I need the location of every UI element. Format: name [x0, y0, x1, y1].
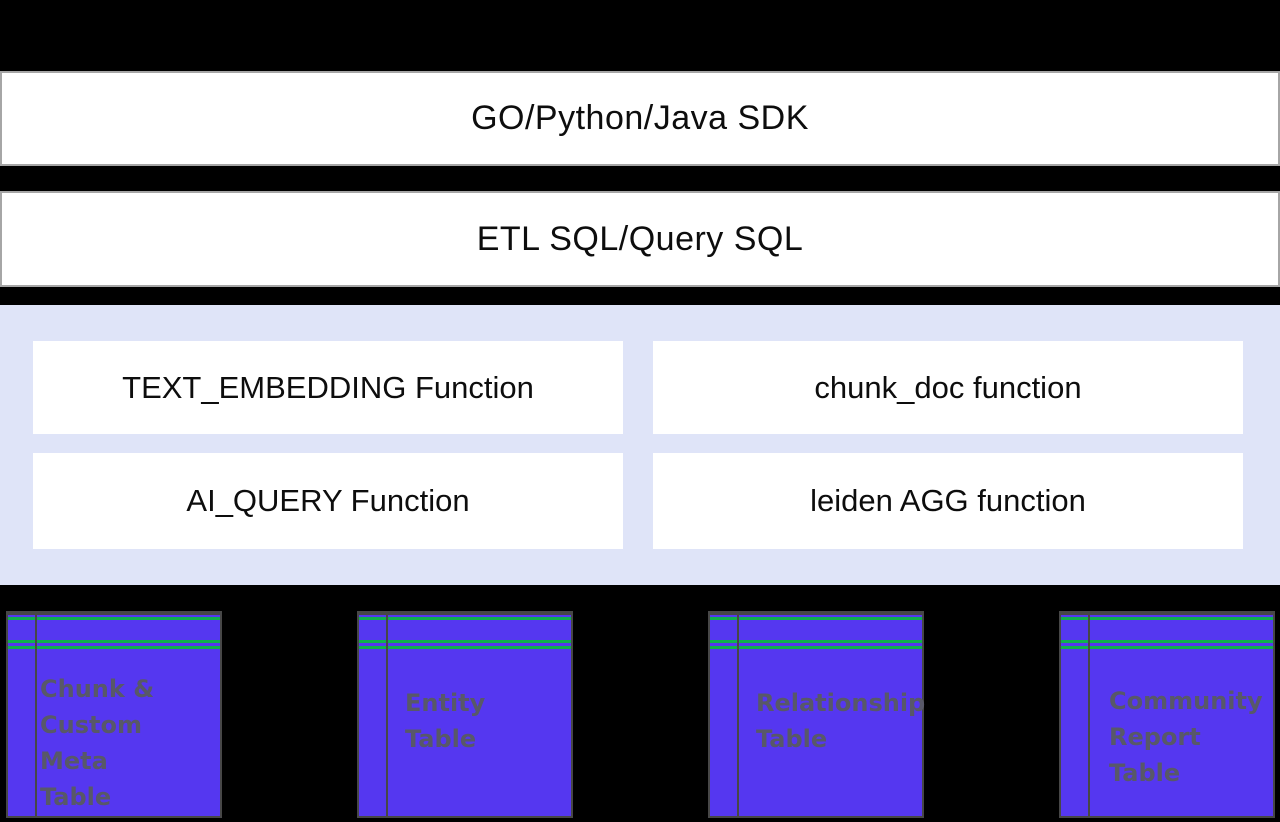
- table-label: Entity Table: [405, 689, 486, 753]
- sql-layer-label: ETL SQL/Query SQL: [476, 219, 804, 258]
- table-label: Community Report Table: [1109, 687, 1263, 787]
- function-box-leiden-agg: leiden AGG function: [653, 453, 1243, 549]
- table-column-divider: [737, 615, 739, 816]
- functions-panel: TEXT_EMBEDDING Function chunk_doc functi…: [0, 305, 1280, 585]
- table-shape-entity: Entity Table: [357, 611, 573, 818]
- table-column-divider: [1088, 615, 1090, 816]
- table-header-separator: [8, 646, 220, 649]
- table-shape-chunk-custom-meta: Chunk & Custom Meta Table: [6, 611, 222, 818]
- function-box-chunk-doc: chunk_doc function: [653, 341, 1243, 434]
- table-label: Chunk & Custom Meta Table: [40, 675, 155, 811]
- table-header-separator: [1061, 640, 1273, 643]
- table-top-accent-line: [8, 617, 220, 620]
- function-label-leiden-agg: leiden AGG function: [810, 483, 1086, 518]
- table-top-accent-line: [1061, 617, 1273, 620]
- table-column-divider: [386, 615, 388, 816]
- table-header-separator: [8, 640, 220, 643]
- sdk-layer-bar: GO/Python/Java SDK: [0, 71, 1280, 166]
- table-column-divider: [35, 615, 37, 816]
- table-shape-relationship: Relationship Table: [708, 611, 926, 818]
- table-header-separator: [359, 640, 571, 643]
- table-header-separator: [710, 640, 922, 643]
- function-box-ai-query: AI_QUERY Function: [33, 453, 623, 549]
- sql-layer-bar: ETL SQL/Query SQL: [0, 191, 1280, 287]
- table-top-accent-line: [710, 617, 922, 620]
- table-header-separator: [710, 646, 922, 649]
- table-header-separator: [359, 646, 571, 649]
- function-box-text-embedding: TEXT_EMBEDDING Function: [33, 341, 623, 434]
- table-shape-community-report: Community Report Table: [1059, 611, 1275, 818]
- sdk-layer-label: GO/Python/Java SDK: [471, 99, 809, 137]
- function-label-ai-query: AI_QUERY Function: [186, 483, 470, 518]
- function-label-text-embedding: TEXT_EMBEDDING Function: [122, 369, 534, 405]
- table-header-separator: [1061, 646, 1273, 649]
- table-label: Relationship Table: [756, 689, 926, 753]
- table-top-accent-line: [359, 617, 571, 620]
- function-label-chunk-doc: chunk_doc function: [814, 369, 1082, 405]
